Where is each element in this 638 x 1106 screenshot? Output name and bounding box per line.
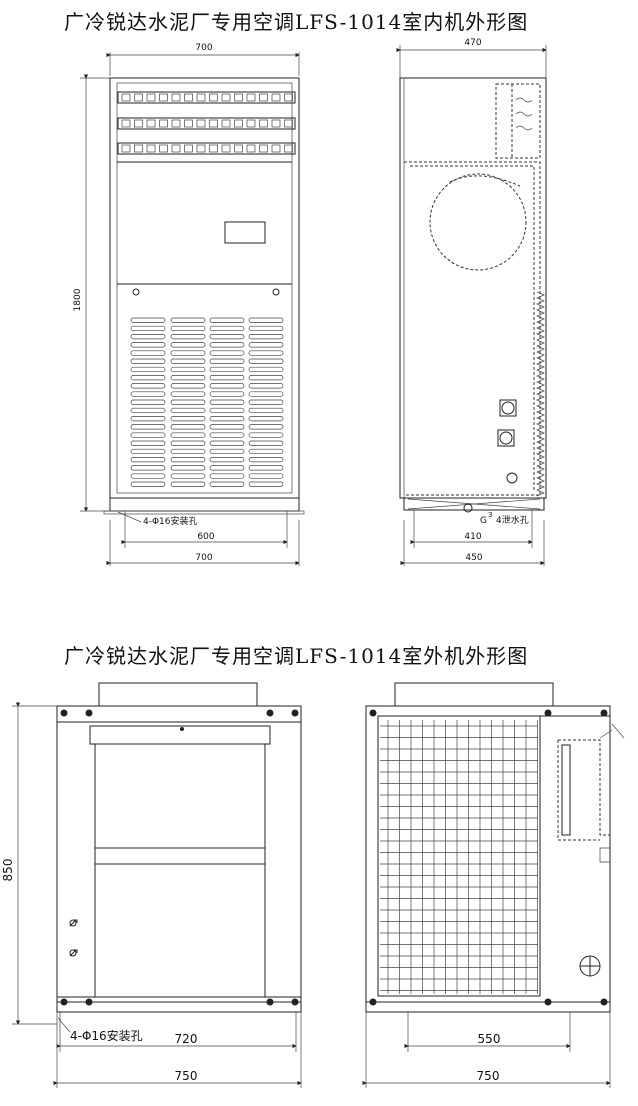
indoor-front-view: 700 1800 4-Φ16安装孔 600 (73, 43, 305, 566)
indoor-side-depth-top: 470 (464, 38, 481, 48)
outdoor-side-bolts (369, 709, 608, 1006)
evaporator-coil (536, 291, 545, 497)
indoor-front-width-top: 700 (195, 43, 212, 53)
outdoor-front-bolts (60, 709, 299, 1006)
outdoor-unit-title: 广冷锐达水泥厂专用空调LFS-1014室外机外形图 (64, 644, 529, 668)
indoor-side-drain-note: 4泄水孔 (496, 514, 529, 526)
indoor-return-grille (130, 317, 284, 487)
indoor-front-hole-span: 600 (197, 532, 214, 542)
indoor-front-hole-note: 4-Φ16安装孔 (143, 515, 198, 527)
outdoor-front-hole-note: 4-Φ16安装孔 (70, 1028, 143, 1043)
fan-wheel (429, 173, 527, 271)
outdoor-front-hole-span: 720 (175, 1032, 198, 1046)
indoor-side-drain-prefix: G (480, 516, 487, 526)
pipe-valves (497, 399, 518, 484)
outdoor-front-width: 750 (175, 1069, 198, 1083)
service-valves (69, 919, 78, 957)
outdoor-side-foot-span: 550 (478, 1032, 501, 1046)
condenser-mesh (380, 720, 538, 994)
outdoor-front-view: 850 4-Φ16安装孔 720 750 (1, 682, 302, 1088)
indoor-side-drain-fraction: 3 (488, 511, 492, 519)
indoor-front-width-bottom: 700 (195, 553, 212, 563)
outdoor-side-view: 550 750 (362, 682, 625, 1088)
control-display (224, 221, 266, 244)
indoor-side-base-span: 410 (464, 532, 481, 542)
indoor-side-depth-bottom: 450 (465, 553, 482, 563)
outdoor-side-width: 750 (477, 1069, 500, 1083)
indoor-top-grille (121, 93, 293, 153)
drain-hole (463, 503, 473, 513)
outdoor-front-height: 850 (1, 859, 15, 882)
indoor-unit-title: 广冷锐达水泥厂专用空调LFS-1014室内机外形图 (64, 10, 529, 34)
indoor-front-height: 1800 (73, 288, 83, 311)
indoor-side-view: 470 G 3 4泄水孔 410 (396, 38, 547, 566)
